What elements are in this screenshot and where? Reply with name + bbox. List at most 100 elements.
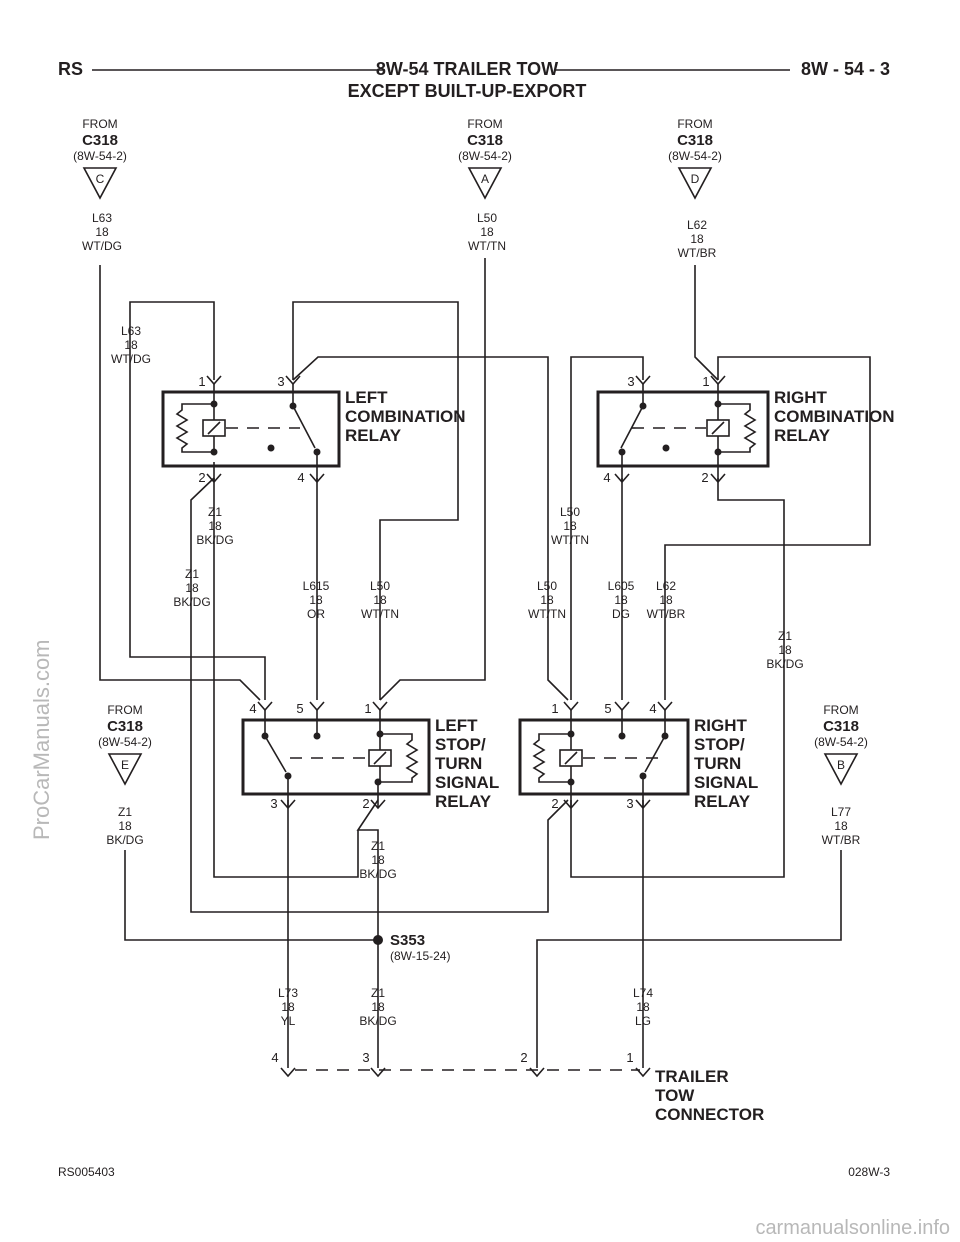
- wire-gauge: 18: [208, 519, 222, 533]
- header-section-code: RS: [58, 59, 83, 79]
- component-label: RELAY: [435, 792, 492, 811]
- wire-color: WT/BR: [822, 833, 861, 847]
- wire-gauge: 18: [563, 519, 577, 533]
- wire-circuit: Z1: [371, 839, 385, 853]
- wire-gauge: 18: [309, 593, 323, 607]
- relay-leads: [213, 384, 318, 482]
- pin-number: 2: [551, 796, 558, 811]
- coil-slash: [373, 751, 387, 765]
- component-label: LEFT: [345, 388, 388, 407]
- wire-color: DG: [612, 607, 630, 621]
- wire-color: WT/TN: [551, 533, 589, 547]
- relay-leads: [264, 710, 381, 808]
- wire-l50-c318: [379, 258, 486, 701]
- wire-circuit: Z1: [208, 505, 222, 519]
- node-dot: [661, 732, 669, 740]
- component-label: SIGNAL: [435, 773, 499, 792]
- coil-slash: [711, 421, 725, 435]
- wire-l63-c318: [99, 265, 261, 701]
- pin-number: 2: [362, 796, 369, 811]
- connector-pin-terminals: [280, 1067, 651, 1078]
- wire-z1-lst: [356, 799, 379, 940]
- pin-number: 5: [296, 701, 303, 716]
- source-cavity: C: [96, 172, 105, 186]
- wire-gauge: 18: [118, 819, 132, 833]
- component-label: COMBINATION: [774, 407, 895, 426]
- source-connector-e: FROM C318 (8W-54-2) E: [98, 703, 152, 786]
- wire-color: WT/DG: [82, 239, 122, 253]
- pin-number: 2: [198, 470, 205, 485]
- pin-number: 1: [551, 701, 558, 716]
- component-label: RELAY: [694, 792, 751, 811]
- pin-number: 1: [626, 1050, 633, 1065]
- component-label: RIGHT: [774, 388, 828, 407]
- pin-number: 1: [364, 701, 371, 716]
- footer-doc-id: RS005403: [58, 1165, 115, 1179]
- wire-gauge: 18: [778, 643, 792, 657]
- wire-l50-right: [570, 356, 644, 700]
- wire-gauge: 18: [95, 225, 109, 239]
- source-ref: (8W-54-2): [458, 149, 512, 163]
- wire-l63-relay: [129, 301, 266, 700]
- coil-icon: [706, 419, 730, 437]
- wire-color: BK/DG: [359, 867, 396, 881]
- coil-icon: [202, 419, 226, 437]
- component-label: TURN: [435, 754, 482, 773]
- pin-number: 3: [627, 374, 634, 389]
- pin-terminals: [563, 701, 673, 810]
- wire-circuit: L77: [831, 805, 851, 819]
- node-dot: [313, 448, 321, 456]
- wire-color: LG: [635, 1014, 651, 1028]
- wire-circuit: Z1: [118, 805, 132, 819]
- wire-color: WT/TN: [468, 239, 506, 253]
- wire-color: OR: [307, 607, 325, 621]
- coil-slash: [207, 421, 221, 435]
- pin-number: 3: [270, 796, 277, 811]
- source-connector-b: FROM C318 (8W-54-2) B: [814, 703, 868, 786]
- pin-terminals: [257, 701, 388, 810]
- node-dot: [267, 444, 275, 452]
- connector-triangle-icon: [823, 753, 859, 786]
- wire-color: WT/BR: [678, 246, 717, 260]
- node-dot: [639, 772, 647, 780]
- wire-color: YL: [281, 1014, 296, 1028]
- pin-number: 5: [604, 701, 611, 716]
- source-cavity: A: [481, 172, 489, 186]
- wire-circuit: L50: [560, 505, 580, 519]
- pin-number: 3: [626, 796, 633, 811]
- wire-color: WT/TN: [361, 607, 399, 621]
- component-label: CONNECTOR: [655, 1105, 764, 1124]
- source-from-label: FROM: [82, 117, 117, 131]
- source-cavity: E: [121, 758, 129, 772]
- node-dot: [376, 730, 384, 738]
- wire-color: BK/DG: [106, 833, 143, 847]
- source-connector-c: FROM C318 (8W-54-2) C: [73, 117, 127, 200]
- component-label: SIGNAL: [694, 773, 758, 792]
- source-ref: (8W-54-2): [98, 735, 152, 749]
- node-dot: [374, 778, 382, 786]
- wire-circuit: L63: [92, 211, 112, 225]
- relay-housing: [518, 718, 690, 796]
- wire-l62-c318: [694, 265, 719, 381]
- right-combination-relay: 3 1 4 2 RIGHT COMBINATION RELAY: [596, 374, 895, 485]
- source-connector-id: C318: [107, 718, 143, 735]
- pin-number: 4: [271, 1050, 278, 1065]
- splice-s353: S353 (8W-15-24): [373, 932, 450, 963]
- wire-circuit: L615: [303, 579, 330, 593]
- header-subtitle: EXCEPT BUILT-UP-EXPORT: [348, 81, 587, 101]
- wire-color: BK/DG: [173, 595, 210, 609]
- wire-color: WT/TN: [528, 607, 566, 621]
- footer-figure-id: 028W-3: [848, 1165, 890, 1179]
- wire-traces: [99, 258, 871, 1068]
- wire-l50-left: [292, 301, 459, 700]
